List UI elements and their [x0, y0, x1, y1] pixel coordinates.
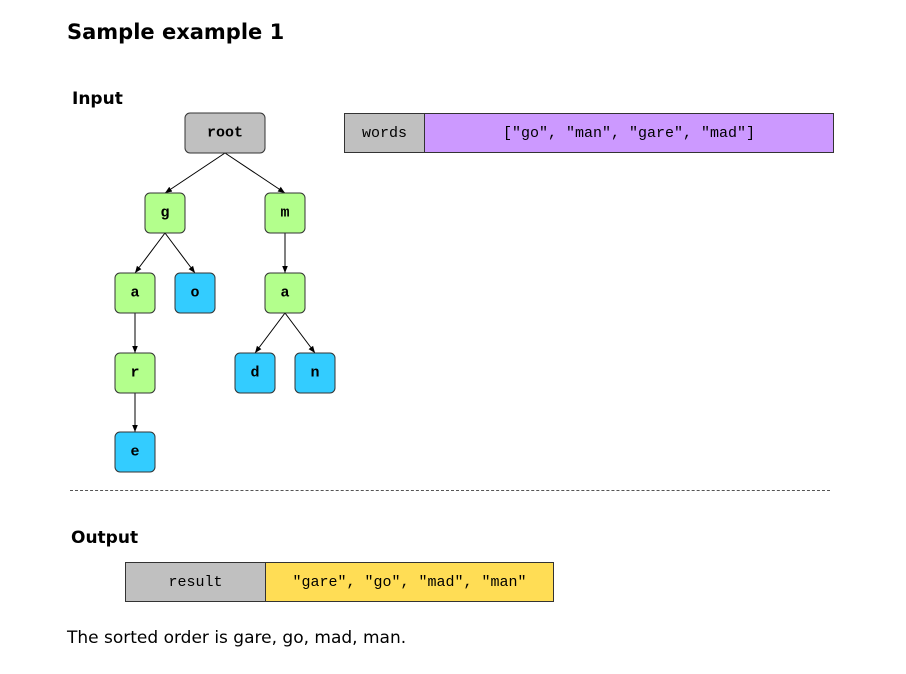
trie-node-m: m — [264, 192, 306, 234]
trie-edge-root-m — [224, 152, 286, 194]
trie-node-label: d — [250, 365, 259, 382]
trie-node-label: r — [130, 365, 139, 382]
result-value-cell: "gare", "go", "mad", "man" — [265, 562, 554, 602]
trie-node-label: m — [280, 205, 289, 222]
trie-node-box — [114, 431, 156, 473]
trie-node-go: o — [174, 272, 216, 314]
trie-node-mad: d — [234, 352, 276, 394]
trie-edge-g-ga — [134, 232, 166, 274]
trie-node-box — [294, 352, 336, 394]
trie-node-gar: r — [114, 352, 156, 394]
trie-node-root: root — [184, 112, 266, 154]
trie-node-label: e — [130, 444, 139, 461]
trie-node-g: g — [144, 192, 186, 234]
trie-node-label: g — [160, 205, 169, 222]
trie-node-label: n — [310, 365, 319, 382]
trie-node-label: root — [207, 125, 243, 142]
output-label: Output — [71, 528, 139, 548]
section-divider — [70, 490, 830, 491]
trie-node-man: n — [294, 352, 336, 394]
trie-edge-ma-mad — [254, 312, 286, 354]
trie-node-box — [114, 272, 156, 314]
trie-edge-ma-man — [284, 312, 316, 354]
page-title: Sample example 1 — [67, 20, 285, 44]
trie-edge-g-go — [164, 232, 196, 274]
trie-node-box — [184, 112, 266, 154]
trie-node-label: o — [190, 285, 199, 302]
trie-node-box — [234, 352, 276, 394]
trie-node-gare: e — [114, 431, 156, 473]
trie-node-box — [144, 192, 186, 234]
words-value-cell: ["go", "man", "gare", "mad"] — [424, 113, 834, 153]
trie-node-box — [264, 192, 306, 234]
trie-node-ma: a — [264, 272, 306, 314]
result-label-cell: result — [125, 562, 266, 602]
trie-node-box — [174, 272, 216, 314]
trie-node-ga: a — [114, 272, 156, 314]
trie-edge-root-g — [164, 152, 226, 194]
input-label: Input — [72, 89, 123, 109]
trie-node-box — [114, 352, 156, 394]
words-label-cell: words — [344, 113, 425, 153]
trie-node-label: a — [130, 285, 139, 302]
explanation-text: The sorted order is gare, go, mad, man. — [67, 628, 407, 648]
trie-node-label: a — [280, 285, 289, 302]
trie-node-box — [264, 272, 306, 314]
